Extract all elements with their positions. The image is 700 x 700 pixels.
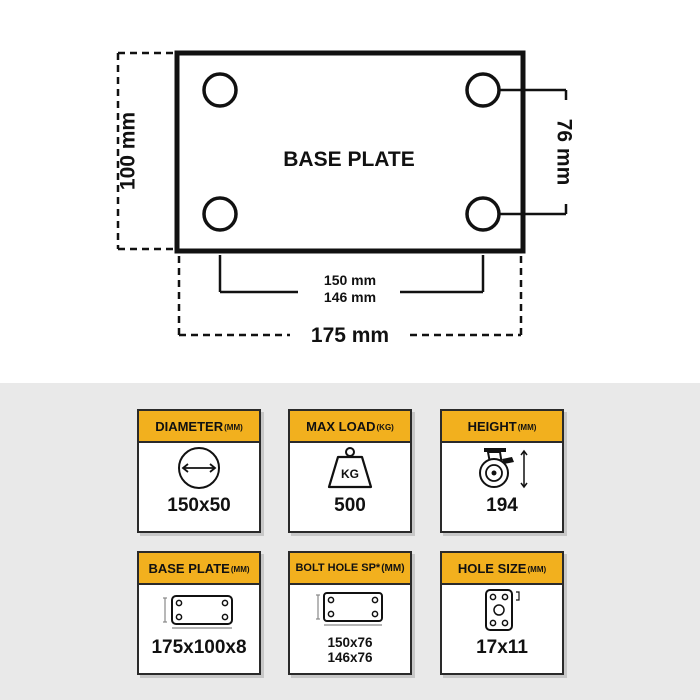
spec-card-header: HOLE SIZE(MM) <box>440 551 564 585</box>
spec-unit: (MM) <box>527 564 547 574</box>
spec-card-base-plate: BASE PLATE(MM) 175x100x8 <box>137 551 261 675</box>
wheel-diameter-icon <box>139 445 259 491</box>
spec-value: 194 <box>486 495 518 516</box>
bolt-hole-top-right <box>465 72 501 108</box>
spec-card-header: BOLT HOLE SP*(MM) <box>288 551 412 585</box>
hole-vertical-dimension-label: 76 mm <box>552 119 575 186</box>
height-dimension-lines <box>116 51 173 251</box>
spec-card-height: HEIGHT(MM) 194 <box>440 409 564 533</box>
height-dimension-label: 100 mm <box>117 112 140 190</box>
base-plate-diagram: 100 mm 76 mm 150 mm 146 mm 175 mm BASE P… <box>116 50 575 347</box>
bolt-hole-bottom-left <box>202 196 238 232</box>
spec-card-bolt-hole: BOLT HOLE SP*(MM) 150x76 146x76 <box>288 551 412 675</box>
bolt-hole-icon <box>290 587 410 629</box>
caster-wheel-icon <box>442 445 562 491</box>
plate-label: BASE PLATE <box>283 148 414 171</box>
width-dimension-label: 175 mm <box>311 324 389 347</box>
spec-card-max-load: MAX LOAD(KG) KG 500 <box>288 409 412 533</box>
hole-vertical-dimension-lines <box>500 88 568 216</box>
spec-card-header: MAX LOAD(KG) <box>288 409 412 443</box>
spec-card-diameter: DIAMETER(MM) 150x50 <box>137 409 261 533</box>
spec-title: DIAMETER <box>155 418 224 434</box>
spec-title: BOLT HOLE SP* <box>295 562 381 574</box>
hole-horizontal-dimension-label-1: 150 mm <box>324 272 376 288</box>
spec-unit: (MM) <box>517 422 537 432</box>
bolt-hole-bottom-right <box>465 196 501 232</box>
spec-title: HEIGHT <box>467 418 517 434</box>
spec-title: BASE PLATE <box>148 560 230 576</box>
spec-unit: (KG) <box>376 422 394 432</box>
spec-card-header: BASE PLATE(MM) <box>137 551 261 585</box>
width-dimension-lines <box>177 256 523 337</box>
hole-horizontal-dimension-label-2: 146 mm <box>324 289 376 305</box>
hole-horizontal-dimension-lines <box>218 255 485 294</box>
spec-value-line-2: 146x76 <box>327 650 373 665</box>
spec-value: 17x11 <box>476 637 528 658</box>
spec-title: HOLE SIZE <box>457 560 527 576</box>
spec-value: 500 <box>334 495 366 516</box>
spec-unit: (MM) <box>381 562 405 574</box>
spec-value: 175x100x8 <box>151 637 247 658</box>
spec-card-hole-size: HOLE SIZE(MM) 17x11 <box>440 551 564 675</box>
weight-icon-label: KG <box>341 467 359 481</box>
spec-title: MAX LOAD <box>306 418 376 434</box>
diagram-area: 100 mm 76 mm 150 mm 146 mm 175 mm BASE P… <box>116 50 576 347</box>
spec-unit: (MM) <box>224 422 243 432</box>
spec-card-header: HEIGHT(MM) <box>440 409 564 443</box>
spec-unit: (MM) <box>230 564 250 574</box>
weight-icon: KG <box>290 445 410 491</box>
hole-size-icon <box>442 587 562 633</box>
base-plate-icon <box>139 587 259 633</box>
bolt-hole-top-left <box>202 72 238 108</box>
spec-card-header: DIAMETER(MM) <box>137 409 261 443</box>
spec-value-line-1: 150x76 <box>327 635 373 650</box>
spec-value: 150x50 <box>167 495 231 516</box>
